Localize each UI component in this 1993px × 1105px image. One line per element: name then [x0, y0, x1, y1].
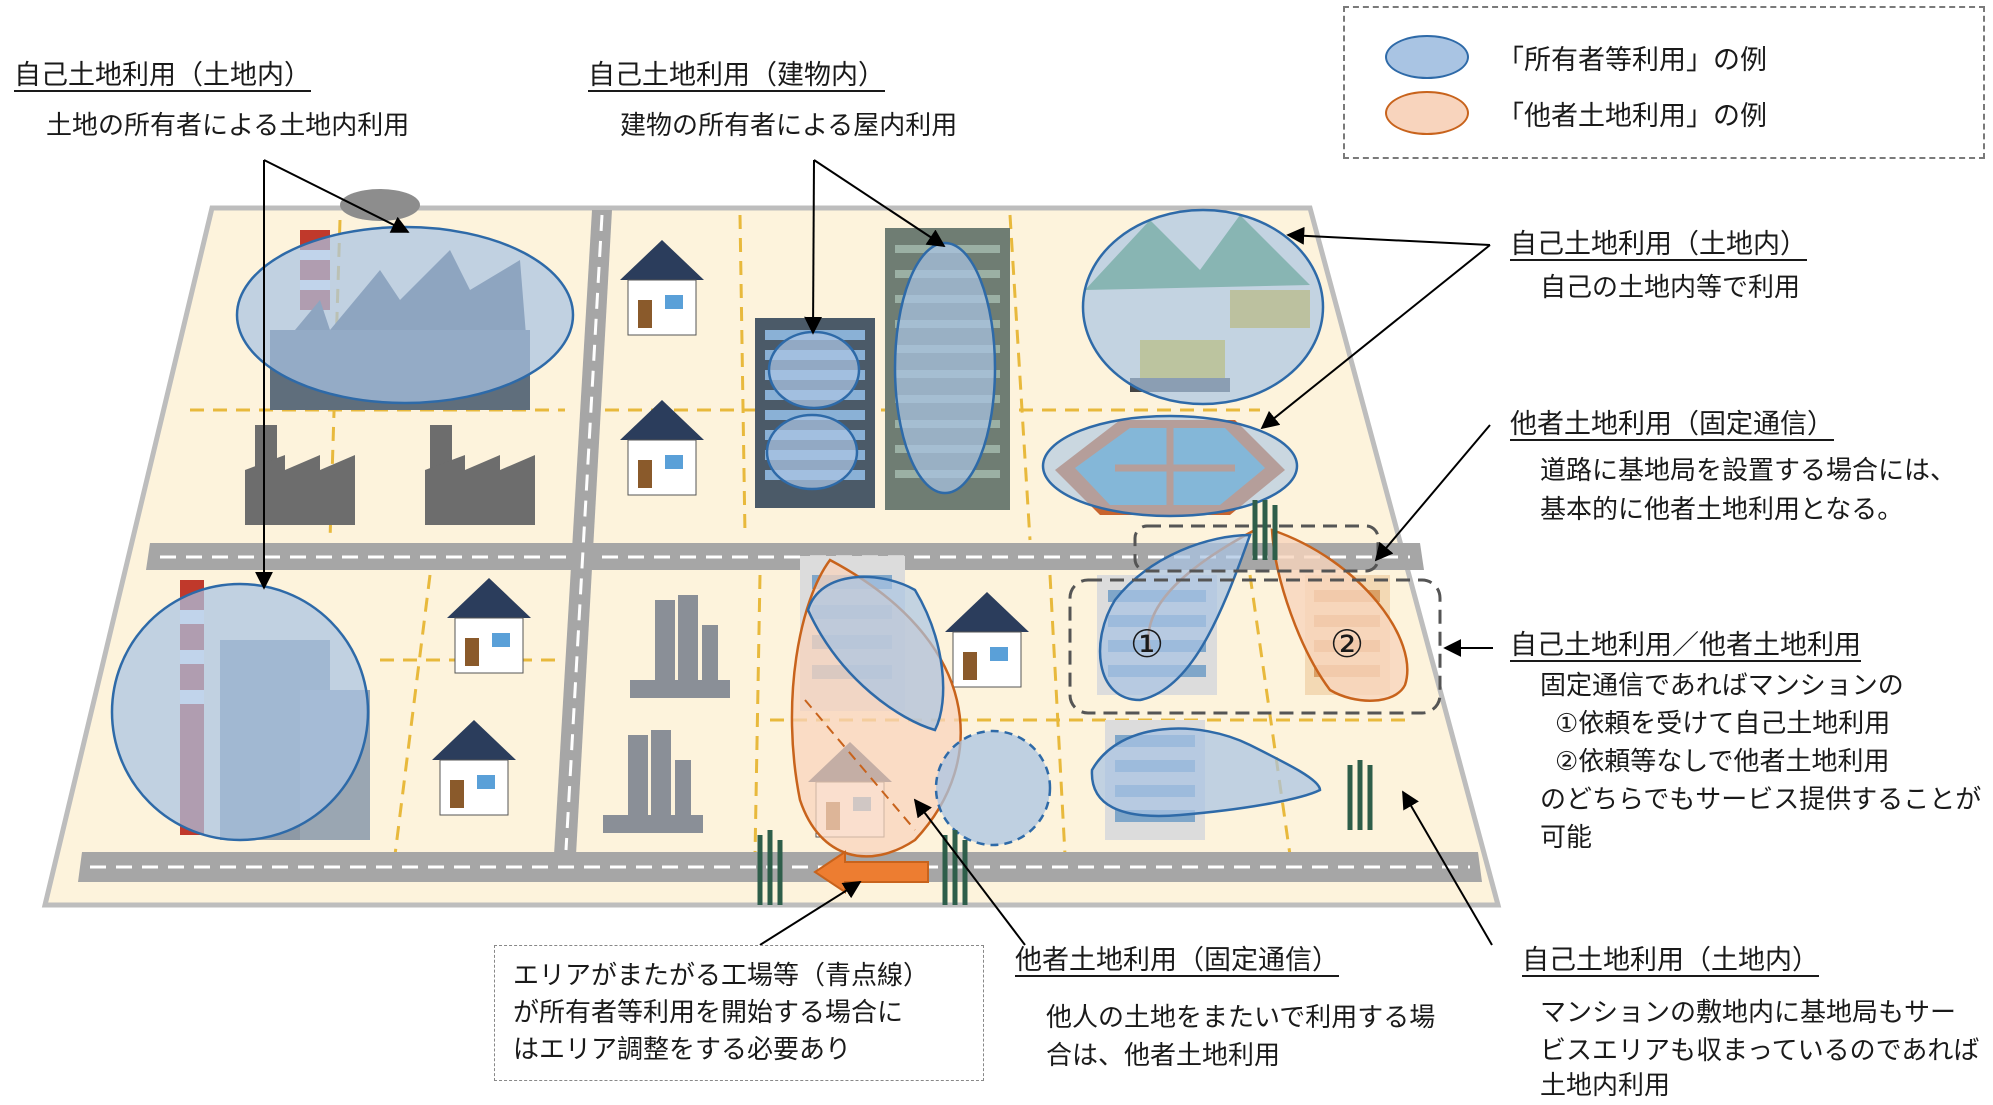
legend-box: 「所有者等利用」の例 「他者土地利用」の例 [1343, 6, 1985, 159]
label-bottom-mid-desc1: 他人の土地をまたいで利用する場 [1046, 1003, 1436, 1033]
small-refineries [603, 595, 730, 833]
label-right-3-desc2: ①依頼を受けて自己土地利用 [1555, 709, 1891, 739]
label-bottom-right-desc3: 土地内利用 [1540, 1071, 1671, 1101]
legend-other-label: 「他者土地利用」の例 [1497, 100, 1767, 132]
owner-area-straddling-factory [934, 729, 1052, 847]
marker-one: ① [1130, 622, 1165, 666]
label-right-3-title: 自己土地利用／他者土地利用 [1510, 630, 1861, 661]
owner-area-tower [893, 241, 997, 495]
label-right-3-desc1: 固定通信であればマンションの [1540, 671, 1904, 701]
other-area-apartment-2 [1270, 528, 1409, 702]
owner-area-apartment-left [806, 575, 945, 732]
owner-area-apartment-1 [1098, 533, 1252, 702]
callout-arrows [255, 159, 1493, 946]
label-top-left-desc: 土地の所有者による土地内利用 [46, 111, 410, 141]
small-factories [245, 425, 535, 525]
note-desc2: が所有者等利用を開始する場合に [513, 998, 904, 1028]
label-bottom-mid-title: 他者土地利用（固定通信） [1015, 945, 1339, 976]
other-area-dashed-divider [804, 699, 916, 831]
label-top-left-title: 自己土地利用（土地内） [14, 60, 311, 91]
label-top-mid-desc: 建物の所有者による屋内利用 [620, 111, 958, 141]
legend-row-owner: 「所有者等利用」の例 [1385, 32, 1767, 82]
label-right-2-desc2: 基本的に他者土地利用となる。 [1540, 495, 1904, 525]
owner-area-apartment-bottom [1090, 727, 1322, 818]
label-right-3-desc3: ②依頼等なしで他者土地利用 [1555, 747, 1890, 777]
label-right-3-desc4: のどちらでもサービス提供することが [1540, 785, 1982, 815]
label-bottom-mid-desc2: 合は、他者土地利用 [1046, 1041, 1281, 1071]
note-desc3: はエリア調整をする必要あり [513, 1035, 852, 1065]
owner-area-refinery [110, 582, 370, 842]
label-right-2-desc1: 道路に基地局を設置する場合には、 [1540, 456, 1957, 486]
label-bottom-right-title: 自己土地利用（土地内） [1522, 945, 1819, 976]
marker-two: ② [1330, 622, 1365, 666]
label-bottom-right-desc2: ビスエリアも収まっているのであれば [1540, 1036, 1980, 1066]
legend-owner-swatch [1385, 35, 1469, 79]
label-right-1-title: 自己土地利用（土地内） [1510, 229, 1807, 260]
legend-owner-label: 「所有者等利用」の例 [1497, 44, 1767, 76]
note-box-area-adjustment: エリアがまたがる工場等（青点線） が所有者等利用を開始する場合に はエリア調整を… [494, 945, 984, 1081]
apartment-group-box [1068, 578, 1442, 715]
owner-area-rice-field [1041, 414, 1299, 518]
label-right-1-desc: 自己の土地内等で利用 [1540, 273, 1801, 303]
legend-other-swatch [1385, 91, 1469, 135]
owner-area-factory [235, 225, 575, 405]
label-bottom-right-desc1: マンションの敷地内に基地局もサー [1540, 998, 1957, 1028]
owner-area-land [1081, 208, 1325, 406]
legend-row-other: 「他者土地利用」の例 [1385, 88, 1767, 138]
owner-area-office-floor-2 [765, 413, 859, 491]
base-stations [757, 500, 1373, 905]
label-right-2-title: 他者土地利用（固定通信） [1510, 409, 1834, 440]
label-top-mid-title: 自己土地利用（建物内） [588, 60, 885, 91]
note-desc1: エリアがまたがる工場等（青点線） [513, 961, 930, 991]
owner-area-office-floor-1 [767, 330, 861, 410]
label-right-3-desc5: 可能 [1540, 823, 1593, 853]
